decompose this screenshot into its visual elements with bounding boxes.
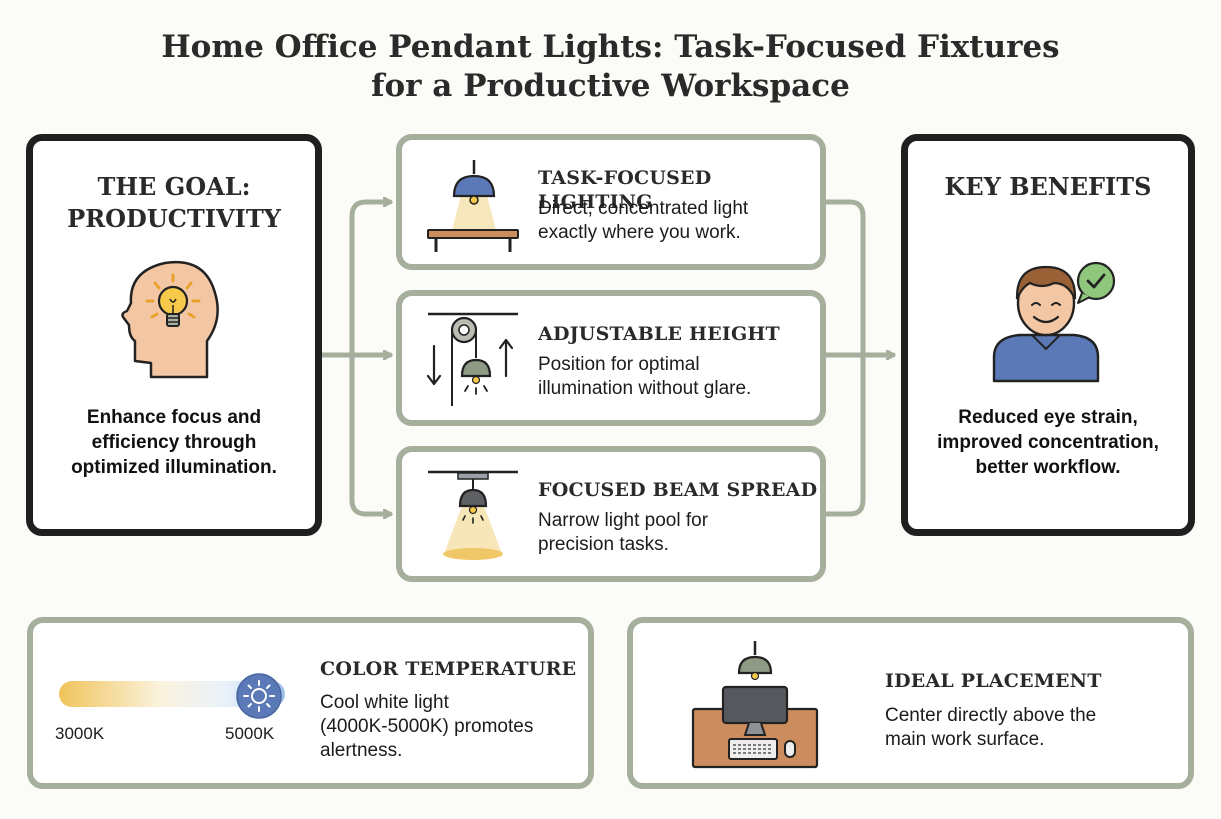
feature-text-task-lighting: Direct, concentrated light exactly where… xyxy=(538,197,748,245)
pulley-pendant-icon xyxy=(426,312,518,406)
ideal-placement-text-line-2: main work surface. xyxy=(885,729,1045,750)
page-title: Home Office Pendant Lights: Task-Focused… xyxy=(0,28,1221,106)
color-temperature-text-line-2: (4000K-5000K) promotes xyxy=(320,716,534,737)
benefits-card: KEY BENEFITS Reduced eye strain, improve… xyxy=(901,134,1195,536)
beam-spread-icon xyxy=(428,470,518,560)
ideal-placement-card: IDEAL PLACEMENT Center directly above th… xyxy=(627,617,1194,789)
feature-title-beam-spread: FOCUSED BEAM SPREAD xyxy=(538,479,818,501)
feature-text-adjustable-height: Position for optimal illumination withou… xyxy=(538,353,751,401)
ideal-placement-text: Center directly above the main work surf… xyxy=(885,704,1096,752)
ideal-placement-title: IDEAL PLACEMENT xyxy=(885,670,1102,692)
benefits-description-line-3: better workflow. xyxy=(975,457,1121,478)
scale-min-label: 3000K xyxy=(55,724,105,743)
goal-heading: THE GOAL: PRODUCTIVITY xyxy=(33,171,315,235)
feature-card-beam-spread: FOCUSED BEAM SPREAD Narrow light pool fo… xyxy=(396,446,826,582)
goal-description: Enhance focus and efficiency through opt… xyxy=(33,405,315,480)
benefits-description-line-2: improved concentration, xyxy=(937,432,1159,453)
connector-beam-merge xyxy=(823,352,866,517)
connector-goal-to-beam xyxy=(349,352,393,514)
goal-card: THE GOAL: PRODUCTIVITY Enhance focus and… xyxy=(26,134,322,536)
goal-heading-line-1: THE GOAL: xyxy=(97,172,251,201)
feature-title-adjustable-height: ADJUSTABLE HEIGHT xyxy=(538,323,780,345)
desk-workstation-icon xyxy=(691,641,819,769)
color-temperature-card: 3000K 5000K COLOR TEMPERATURE Cool white… xyxy=(27,617,594,789)
scale-max-label: 5000K xyxy=(225,724,275,743)
sun-icon xyxy=(236,673,282,719)
goal-description-line-1: Enhance focus and xyxy=(86,407,262,428)
benefits-description-line-1: Reduced eye strain, xyxy=(958,407,1138,428)
feature-text-beam-spread-line-2: precision tasks. xyxy=(538,534,669,555)
color-temperature-text-line-3: alertness. xyxy=(320,740,403,761)
pendant-over-table-icon xyxy=(427,160,519,252)
feature-text-task-lighting-line-1: Direct, concentrated light xyxy=(538,198,749,219)
happy-person-check-icon xyxy=(992,261,1116,383)
ideal-placement-text-line-1: Center directly above the xyxy=(885,705,1097,726)
benefits-heading: KEY BENEFITS xyxy=(944,172,1152,201)
feature-text-task-lighting-line-2: exactly where you work. xyxy=(538,222,741,243)
feature-card-adjustable-height: ADJUSTABLE HEIGHT Position for optimal i… xyxy=(396,290,826,426)
feature-text-beam-spread: Narrow light pool for precision tasks. xyxy=(538,509,708,557)
title-line-1: Home Office Pendant Lights: Task-Focused… xyxy=(161,29,1060,65)
temperature-scale-bar xyxy=(59,681,285,707)
color-temperature-text: Cool white light (4000K-5000K) promotes … xyxy=(320,691,533,763)
connector-goal-to-task xyxy=(349,202,393,358)
goal-description-line-3: optimized illumination. xyxy=(71,457,277,478)
title-line-2: for a Productive Workspace xyxy=(371,68,850,104)
head-lightbulb-icon xyxy=(121,260,219,379)
goal-description-line-2: efficiency through xyxy=(91,432,257,453)
color-temperature-title: COLOR TEMPERATURE xyxy=(320,658,577,680)
feature-title-task-lighting: TASK-FOCUSED LIGHTING xyxy=(538,167,712,213)
benefits-description: Reduced eye strain, improved concentrati… xyxy=(908,405,1188,480)
feature-text-adjustable-height-line-2: illumination without glare. xyxy=(538,378,752,399)
feature-text-adjustable-height-line-1: Position for optimal xyxy=(538,354,700,375)
feature-card-task-lighting: TASK-FOCUSED LIGHTING Direct, concentrat… xyxy=(396,134,826,270)
feature-text-beam-spread-line-1: Narrow light pool for xyxy=(538,510,709,531)
connector-task-merge xyxy=(823,199,866,358)
color-temperature-text-line-1: Cool white light xyxy=(320,692,449,713)
goal-heading-line-2: PRODUCTIVITY xyxy=(67,204,281,233)
